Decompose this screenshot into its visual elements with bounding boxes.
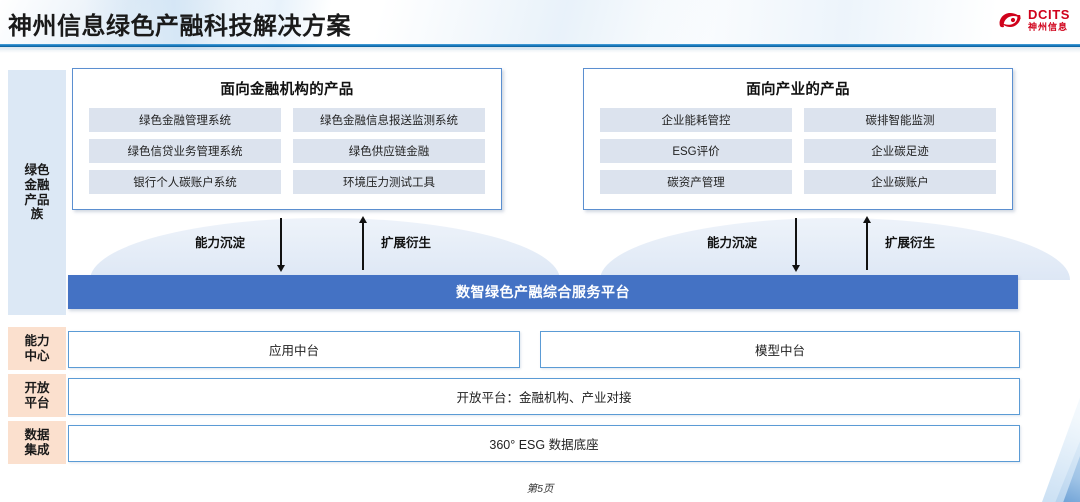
page-number: 第5页 (526, 483, 554, 495)
platform-bar[interactable]: 数智绿色产融综合服务平台 (68, 275, 1018, 309)
capability-label: 应用中台 (268, 344, 319, 358)
capability-box-model-middle-platform[interactable]: 模型中台 (540, 331, 1020, 368)
product-item[interactable]: 企业碳账户 (804, 170, 996, 194)
product-item[interactable]: 绿色金融管理系统 (89, 108, 281, 132)
slide-header: 神州信息绿色产融科技解决方案 DCITS 神州信息 (0, 0, 1080, 50)
product-item[interactable]: 碳排智能监测 (804, 108, 996, 132)
brand-name-cn: 神州信息 (1028, 22, 1069, 32)
data-foundation-box[interactable]: 360° ESG 数据底座 (68, 425, 1020, 462)
arrow-up-icon-left (358, 216, 367, 270)
product-item[interactable]: 企业碳足迹 (804, 139, 996, 163)
sidebar-label-product-family: 绿色 金融 产品 族 (24, 163, 50, 222)
product-item[interactable]: 碳资产管理 (600, 170, 792, 194)
product-item[interactable]: 绿色信贷业务管理系统 (89, 139, 281, 163)
panel-industry: 面向产业的产品 企业能耗管控 碳排智能监测 ESG评价 企业碳足迹 碳资产管理 … (583, 68, 1013, 210)
arrow-up-icon-right (862, 216, 871, 270)
page-title: 神州信息绿色产融科技解决方案 (8, 13, 351, 40)
panel-items-industry: 企业能耗管控 碳排智能监测 ESG评价 企业碳足迹 碳资产管理 企业碳账户 (584, 99, 1012, 204)
product-item[interactable]: 绿色金融信息报送监测系统 (293, 108, 485, 132)
open-platform-label: 开放平台：金融机构、产业对接 (456, 391, 632, 405)
brand-logo: DCITS 神州信息 (997, 8, 1070, 32)
brand-name-en: DCITS (1028, 7, 1070, 22)
sidebar-label-data-integration: 数据 集成 (24, 427, 50, 457)
product-item[interactable]: 绿色供应链金融 (293, 139, 485, 163)
sidebar-item-open-platform[interactable]: 开放 平台 (8, 374, 66, 417)
product-item[interactable]: 企业能耗管控 (600, 108, 792, 132)
panel-items-financial-institution: 绿色金融管理系统 绿色金融信息报送监测系统 绿色信贷业务管理系统 绿色供应链金融… (73, 99, 501, 204)
panel-title-financial-institution: 面向金融机构的产品 (220, 82, 354, 98)
sidebar-item-capability-center[interactable]: 能力 中心 (8, 327, 66, 370)
brand-logo-text: DCITS 神州信息 (1028, 8, 1070, 32)
dcits-swirl-logo-icon (997, 10, 1023, 30)
arc-decoration-left (90, 218, 560, 280)
sidebar-item-product-family[interactable]: 绿色 金融 产品 族 (8, 70, 66, 315)
panel-title-industry: 面向产业的产品 (746, 82, 850, 98)
product-item[interactable]: 环境压力测试工具 (293, 170, 485, 194)
platform-bar-label: 数智绿色产融综合服务平台 (456, 284, 630, 300)
sidebar-item-data-integration[interactable]: 数据 集成 (8, 421, 66, 464)
flow-label-right-up: 扩展衍生 (885, 236, 936, 250)
capability-box-application-middle-platform[interactable]: 应用中台 (68, 331, 520, 368)
header-divider (0, 44, 1080, 47)
open-platform-box[interactable]: 开放平台：金融机构、产业对接 (68, 378, 1020, 415)
flow-label-left-up: 扩展衍生 (381, 236, 432, 250)
flow-label-left-down: 能力沉淀 (195, 236, 246, 250)
capability-label: 模型中台 (754, 344, 805, 358)
sidebar-label-open-platform: 开放 平台 (24, 380, 50, 410)
header-divider-shadow (0, 47, 1080, 53)
flow-label-right-down: 能力沉淀 (707, 236, 758, 250)
sidebar-label-capability-center: 能力 中心 (24, 333, 50, 363)
product-item[interactable]: ESG评价 (600, 139, 792, 163)
arrow-down-icon-left (276, 218, 285, 272)
arc-decoration-right (600, 218, 1070, 280)
arrow-down-icon-right (791, 218, 800, 272)
data-foundation-label: 360° ESG 数据底座 (489, 438, 599, 452)
panel-financial-institution: 面向金融机构的产品 绿色金融管理系统 绿色金融信息报送监测系统 绿色信贷业务管理… (72, 68, 502, 210)
product-item[interactable]: 银行个人碳账户系统 (89, 170, 281, 194)
corner-swoosh-decoration (970, 312, 1080, 502)
